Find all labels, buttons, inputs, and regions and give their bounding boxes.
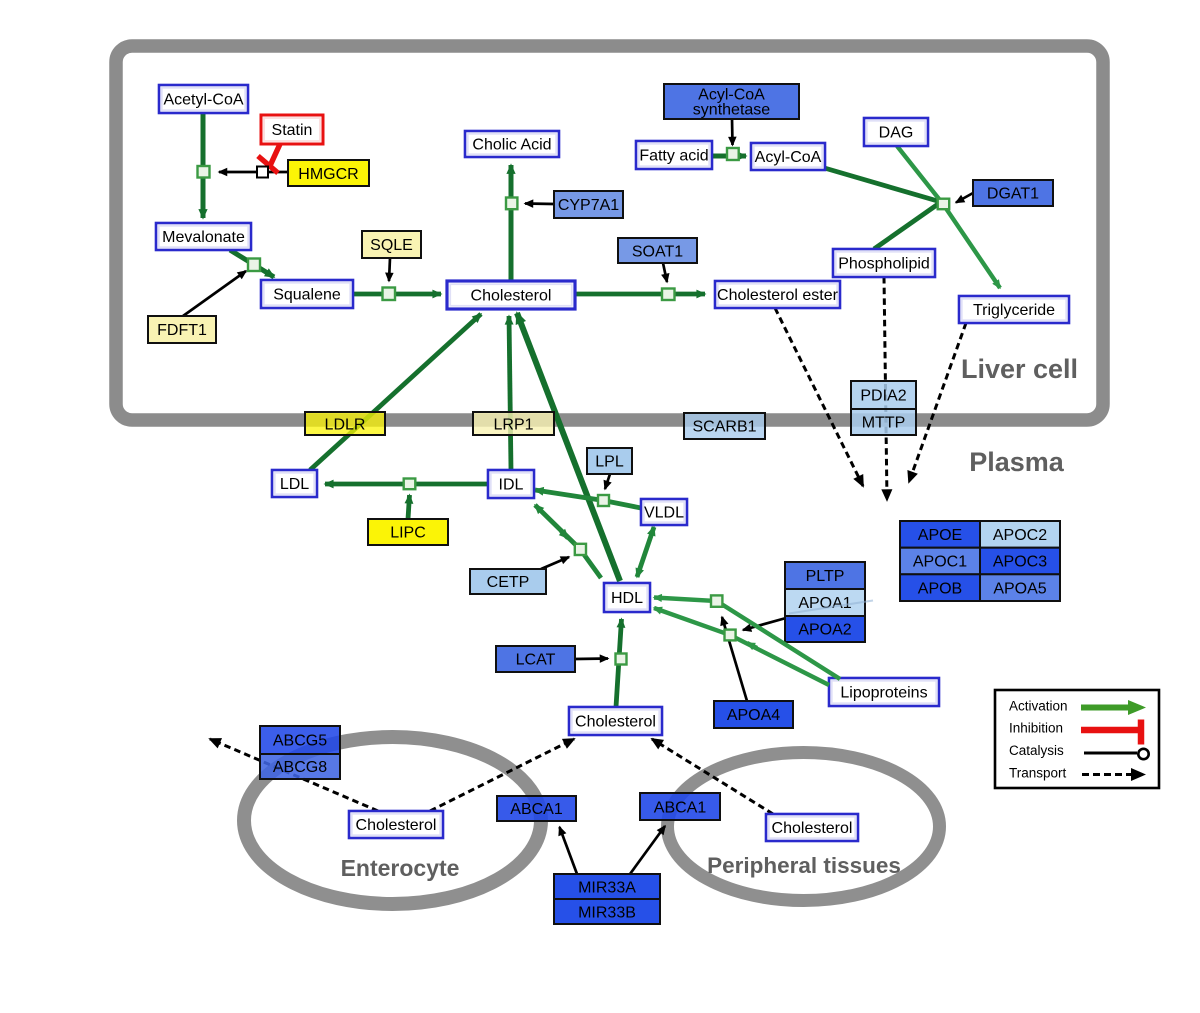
svg-text:Cholesterol: Cholesterol xyxy=(575,714,656,731)
svg-text:APOA4: APOA4 xyxy=(727,707,780,724)
svg-text:LRP1: LRP1 xyxy=(493,417,533,434)
svg-text:LIPC: LIPC xyxy=(390,525,426,542)
svg-text:DAG: DAG xyxy=(879,125,914,142)
svg-text:Acyl-CoA: Acyl-CoA xyxy=(698,87,765,104)
svg-text:Acetyl-CoA: Acetyl-CoA xyxy=(163,92,243,109)
svg-text:MIR33A: MIR33A xyxy=(578,880,636,897)
svg-text:VLDL: VLDL xyxy=(644,505,684,522)
svg-text:APOA2: APOA2 xyxy=(798,622,851,639)
svg-text:Activation: Activation xyxy=(1009,699,1068,714)
svg-text:LDLR: LDLR xyxy=(325,417,366,434)
svg-text:PLTP: PLTP xyxy=(806,568,845,585)
svg-text:SOAT1: SOAT1 xyxy=(632,244,683,261)
svg-text:IDL: IDL xyxy=(499,477,524,494)
svg-text:LCAT: LCAT xyxy=(516,652,556,669)
svg-text:MIR33B: MIR33B xyxy=(578,905,636,922)
svg-text:Cholesterol: Cholesterol xyxy=(471,288,552,305)
svg-text:APOE: APOE xyxy=(918,527,962,544)
svg-text:APOB: APOB xyxy=(918,581,962,598)
svg-text:Lipoproteins: Lipoproteins xyxy=(840,685,927,702)
svg-text:Statin: Statin xyxy=(272,122,313,139)
svg-text:Cholesterol: Cholesterol xyxy=(772,820,853,837)
svg-text:Squalene: Squalene xyxy=(273,287,341,304)
svg-text:APOC3: APOC3 xyxy=(993,554,1047,571)
svg-text:CETP: CETP xyxy=(487,574,530,591)
svg-text:Triglyceride: Triglyceride xyxy=(973,302,1055,319)
svg-text:APOC2: APOC2 xyxy=(993,527,1047,544)
svg-text:Transport: Transport xyxy=(1009,766,1067,781)
svg-text:SQLE: SQLE xyxy=(370,237,413,254)
svg-text:ABCA1: ABCA1 xyxy=(654,800,707,817)
svg-text:ABCG5: ABCG5 xyxy=(273,733,327,750)
svg-text:SCARB1: SCARB1 xyxy=(692,419,756,436)
svg-text:HDL: HDL xyxy=(611,590,643,607)
svg-text:MTTP: MTTP xyxy=(862,415,906,432)
svg-text:Acyl-CoA: Acyl-CoA xyxy=(755,149,822,166)
svg-text:Mevalonate: Mevalonate xyxy=(162,229,245,246)
svg-text:LPL: LPL xyxy=(595,454,624,471)
svg-text:Peripheral tissues: Peripheral tissues xyxy=(707,853,901,878)
svg-text:APOA5: APOA5 xyxy=(993,581,1046,598)
svg-text:Phospholipid: Phospholipid xyxy=(838,256,930,273)
svg-text:Cholic Acid: Cholic Acid xyxy=(472,137,551,154)
svg-text:Fatty acid: Fatty acid xyxy=(639,148,708,165)
svg-text:Enterocyte: Enterocyte xyxy=(341,855,460,881)
svg-text:FDFT1: FDFT1 xyxy=(157,322,207,339)
svg-text:ABCG8: ABCG8 xyxy=(273,759,327,776)
svg-text:Plasma: Plasma xyxy=(969,447,1065,477)
svg-text:APOC1: APOC1 xyxy=(913,554,967,571)
svg-text:synthetase: synthetase xyxy=(693,102,770,119)
svg-text:HMGCR: HMGCR xyxy=(298,166,358,183)
svg-text:PDIA2: PDIA2 xyxy=(860,388,906,405)
svg-text:ABCA1: ABCA1 xyxy=(510,801,563,818)
svg-text:Cholesterol: Cholesterol xyxy=(356,817,437,834)
svg-text:Inhibition: Inhibition xyxy=(1009,721,1063,736)
svg-text:Cholesterol ester: Cholesterol ester xyxy=(717,287,839,304)
svg-text:Liver cell: Liver cell xyxy=(961,354,1078,384)
svg-text:LDL: LDL xyxy=(280,476,309,493)
svg-text:DGAT1: DGAT1 xyxy=(987,186,1039,203)
svg-text:Catalysis: Catalysis xyxy=(1009,743,1064,758)
svg-text:APOA1: APOA1 xyxy=(798,595,851,612)
svg-text:CYP7A1: CYP7A1 xyxy=(558,197,619,214)
